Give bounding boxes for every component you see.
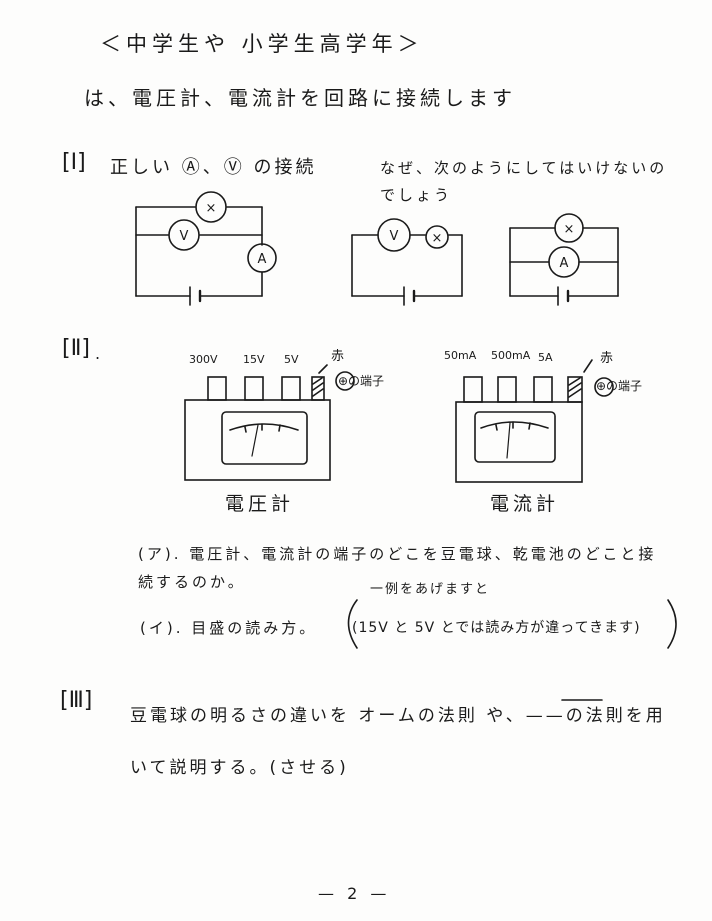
- amp-terminal-1: 50mA: [444, 349, 477, 362]
- section-1-note: なぜ、次のようにしてはいけないのでしょう: [380, 159, 668, 204]
- page-title: ＜中学生や 小学生高学年＞: [100, 32, 424, 56]
- amp-plus-terminal: ⊕の端子: [596, 379, 643, 393]
- section-3-text: 豆電球の明るさの違いを オームの法則 や、——の法則を用いて説明する。(させる): [130, 706, 666, 778]
- ammeter-glyph: A: [258, 252, 267, 267]
- lamp-glyph: ×: [206, 201, 217, 216]
- volt-plus-terminal: ⊕の端子: [338, 374, 385, 388]
- intro-text: は、電圧計、電流計を回路に接続します: [84, 86, 516, 110]
- circuit-wrong-1: [351, 218, 463, 306]
- section-2-dot: .: [95, 344, 101, 363]
- svg-text:V: V: [390, 229, 399, 244]
- volt-terminal-1: 300V: [189, 353, 218, 366]
- volt-terminal-2: 15V: [243, 353, 265, 366]
- voltmeter-label: 電圧計: [225, 493, 295, 515]
- ammeter-drawing: [455, 359, 614, 483]
- question-b: (イ). 目盛の読み方。: [140, 619, 318, 637]
- voltmeter-glyph: V: [180, 229, 189, 244]
- circuit-wrong-2: [509, 213, 619, 306]
- svg-text:×: ×: [432, 231, 443, 246]
- volt-red-mark: 赤: [331, 349, 345, 364]
- lamp-symbol: [195, 191, 227, 223]
- svg-text:A: A: [560, 256, 569, 271]
- section-2-marker: [Ⅱ]: [62, 336, 90, 361]
- svg-text:×: ×: [564, 222, 575, 237]
- hint-paren-right: [667, 599, 677, 649]
- circuit-correct: [135, 191, 277, 306]
- ammeter-symbol: [247, 243, 277, 273]
- amp-red-mark: 赤: [600, 351, 614, 366]
- voltmeter-drawing: [184, 364, 355, 481]
- volt-terminal-3: 5V: [284, 353, 299, 366]
- section-3-marker: [Ⅲ]: [60, 688, 93, 713]
- amp-terminal-2: 500mA: [491, 349, 531, 362]
- voltmeter-symbol: [168, 219, 200, 251]
- hint-paren-left: [347, 599, 358, 649]
- section-1-marker: [Ⅰ]: [62, 150, 86, 175]
- question-b-hint: (15V と 5V とでは読み方が違ってきます): [352, 620, 641, 636]
- ammeter-label: 電流計: [490, 493, 560, 515]
- question-b-aside: 一例をあげますと: [370, 582, 491, 597]
- section-1-title: 正しい Ⓐ、Ⓥ の接続: [110, 157, 317, 178]
- page-number: — 2 —: [318, 884, 391, 903]
- amp-terminal-3: 5A: [538, 351, 553, 364]
- question-a: (ア). 電圧計、電流計の端子のどこを豆電球、乾電池のどこと接続するのか。: [138, 545, 657, 591]
